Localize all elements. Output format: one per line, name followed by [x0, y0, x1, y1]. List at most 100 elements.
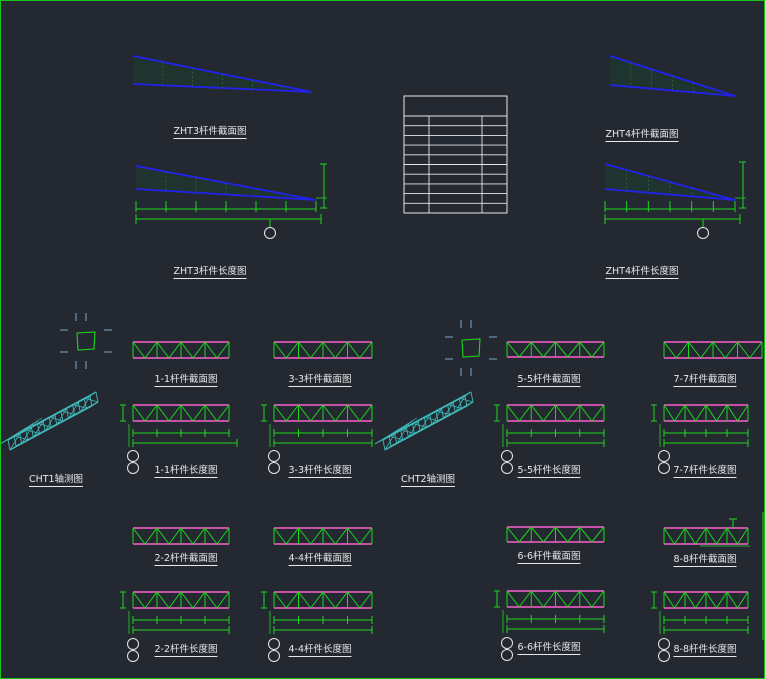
iso-diagonal [74, 411, 81, 415]
web-diagonal [273, 404, 287, 422]
iso-frame [95, 391, 99, 403]
iso-diagonal [454, 395, 466, 413]
iso-frame [30, 427, 34, 438]
iso-frame [19, 433, 23, 444]
web-diagonal [684, 591, 696, 609]
web-diagonal [518, 526, 532, 543]
web-diagonal [705, 404, 717, 422]
iso-diagonal [56, 408, 67, 426]
iso-diagonal [431, 408, 442, 426]
iso-frame [56, 420, 64, 426]
zht4-section-drawing [609, 55, 736, 97]
iso-frame [9, 445, 17, 451]
truss-1-1-length [120, 404, 238, 447]
iso-diagonal [408, 420, 419, 438]
iso-diagonal [9, 433, 21, 451]
marker-6-6 [501, 637, 513, 661]
web-diagonal [567, 590, 581, 608]
iso-frame [54, 414, 58, 425]
truss-4-4-length [261, 591, 373, 634]
label-5-5-length: 5-5杆件长度图 [517, 462, 581, 478]
web-diagonal [359, 591, 373, 609]
web-diagonal [334, 404, 348, 422]
label-8-8-section: 8-8杆件截面图 [673, 551, 737, 567]
label-2-2-length: 2-2杆件长度图 [154, 641, 218, 657]
iso-diagonal [449, 411, 456, 415]
web-diagonal [216, 527, 230, 545]
iso-frame [464, 391, 472, 397]
web-diagonal [144, 404, 158, 422]
section-marker-circle [501, 462, 513, 474]
web-diagonal [359, 404, 373, 422]
iso-frame [466, 401, 474, 407]
iso-frame [89, 391, 97, 397]
web-diagonal [663, 404, 675, 422]
web-diagonal [530, 526, 544, 543]
web-diagonal [567, 526, 581, 543]
section-marker-circle [127, 462, 139, 474]
web-diagonal [716, 591, 728, 609]
iso-diagonal [27, 437, 34, 441]
web-diagonal [555, 404, 569, 422]
iso-frame [44, 426, 52, 432]
section-square [461, 338, 481, 358]
web-diagonal [726, 591, 738, 609]
section-marker-circle [127, 650, 139, 662]
section-marker-circle [697, 227, 709, 239]
web-diagonal [530, 341, 544, 358]
web-diagonal [506, 404, 520, 422]
web-diagonal [216, 591, 230, 609]
web-diagonal [347, 591, 361, 609]
iso-frame [452, 402, 456, 413]
truss-1-1-length-truss [132, 404, 230, 422]
web-diagonal [132, 341, 146, 359]
web-diagonal [695, 527, 707, 545]
section-marker-circle [127, 638, 139, 650]
iso-diagonal [396, 427, 407, 444]
iso-frame [405, 427, 409, 438]
iso-diagonal [384, 433, 396, 451]
truss-3-3-length-truss [273, 404, 373, 422]
iso-frame [429, 414, 433, 425]
web-diagonal [359, 527, 373, 545]
iso-frame [33, 433, 40, 438]
web-diagonal [322, 404, 336, 422]
web-diagonal [555, 526, 569, 543]
web-diagonal [273, 591, 287, 609]
web-diagonal [156, 404, 170, 422]
marker-4-4 [268, 638, 280, 662]
zht3-length-drawing [135, 163, 327, 239]
iso-end-web [0, 417, 43, 445]
label-6-6-length: 6-6杆件长度图 [517, 639, 581, 655]
iso-diagonal [62, 418, 69, 422]
web-diagonal [298, 527, 312, 545]
web-diagonal [591, 590, 605, 608]
marker-8-8 [658, 638, 670, 662]
truss-1-1-section [132, 341, 230, 359]
web-diagonal [518, 341, 532, 358]
web-diagonal [132, 404, 146, 422]
web-diagonal [674, 527, 686, 545]
iso-frame [408, 433, 415, 438]
web-diagonal [204, 591, 218, 609]
marker-3-3 [268, 450, 280, 474]
web-diagonal [506, 526, 520, 543]
web-diagonal [168, 527, 182, 545]
web-diagonal [192, 404, 206, 422]
iso-frame [417, 421, 421, 432]
iso-diagonal [402, 437, 409, 441]
truss-5-5-section [506, 341, 605, 358]
label-3-3-section: 3-3杆件截面图 [288, 371, 352, 387]
iso-frame [419, 426, 427, 432]
iso-frame [42, 421, 46, 432]
truss-4-4-length-truss [273, 591, 373, 609]
roof-bottom-edge [135, 188, 317, 201]
iso-diagonal [21, 427, 32, 444]
web-diagonal [700, 341, 714, 359]
marker-1-1 [127, 450, 139, 474]
label-zht3-length: ZHT3杆件长度图 [173, 263, 247, 279]
label-cht1-axo: CHT1轴测图 [28, 471, 84, 487]
web-diagonal [180, 404, 194, 422]
web-diagonal [518, 590, 532, 608]
